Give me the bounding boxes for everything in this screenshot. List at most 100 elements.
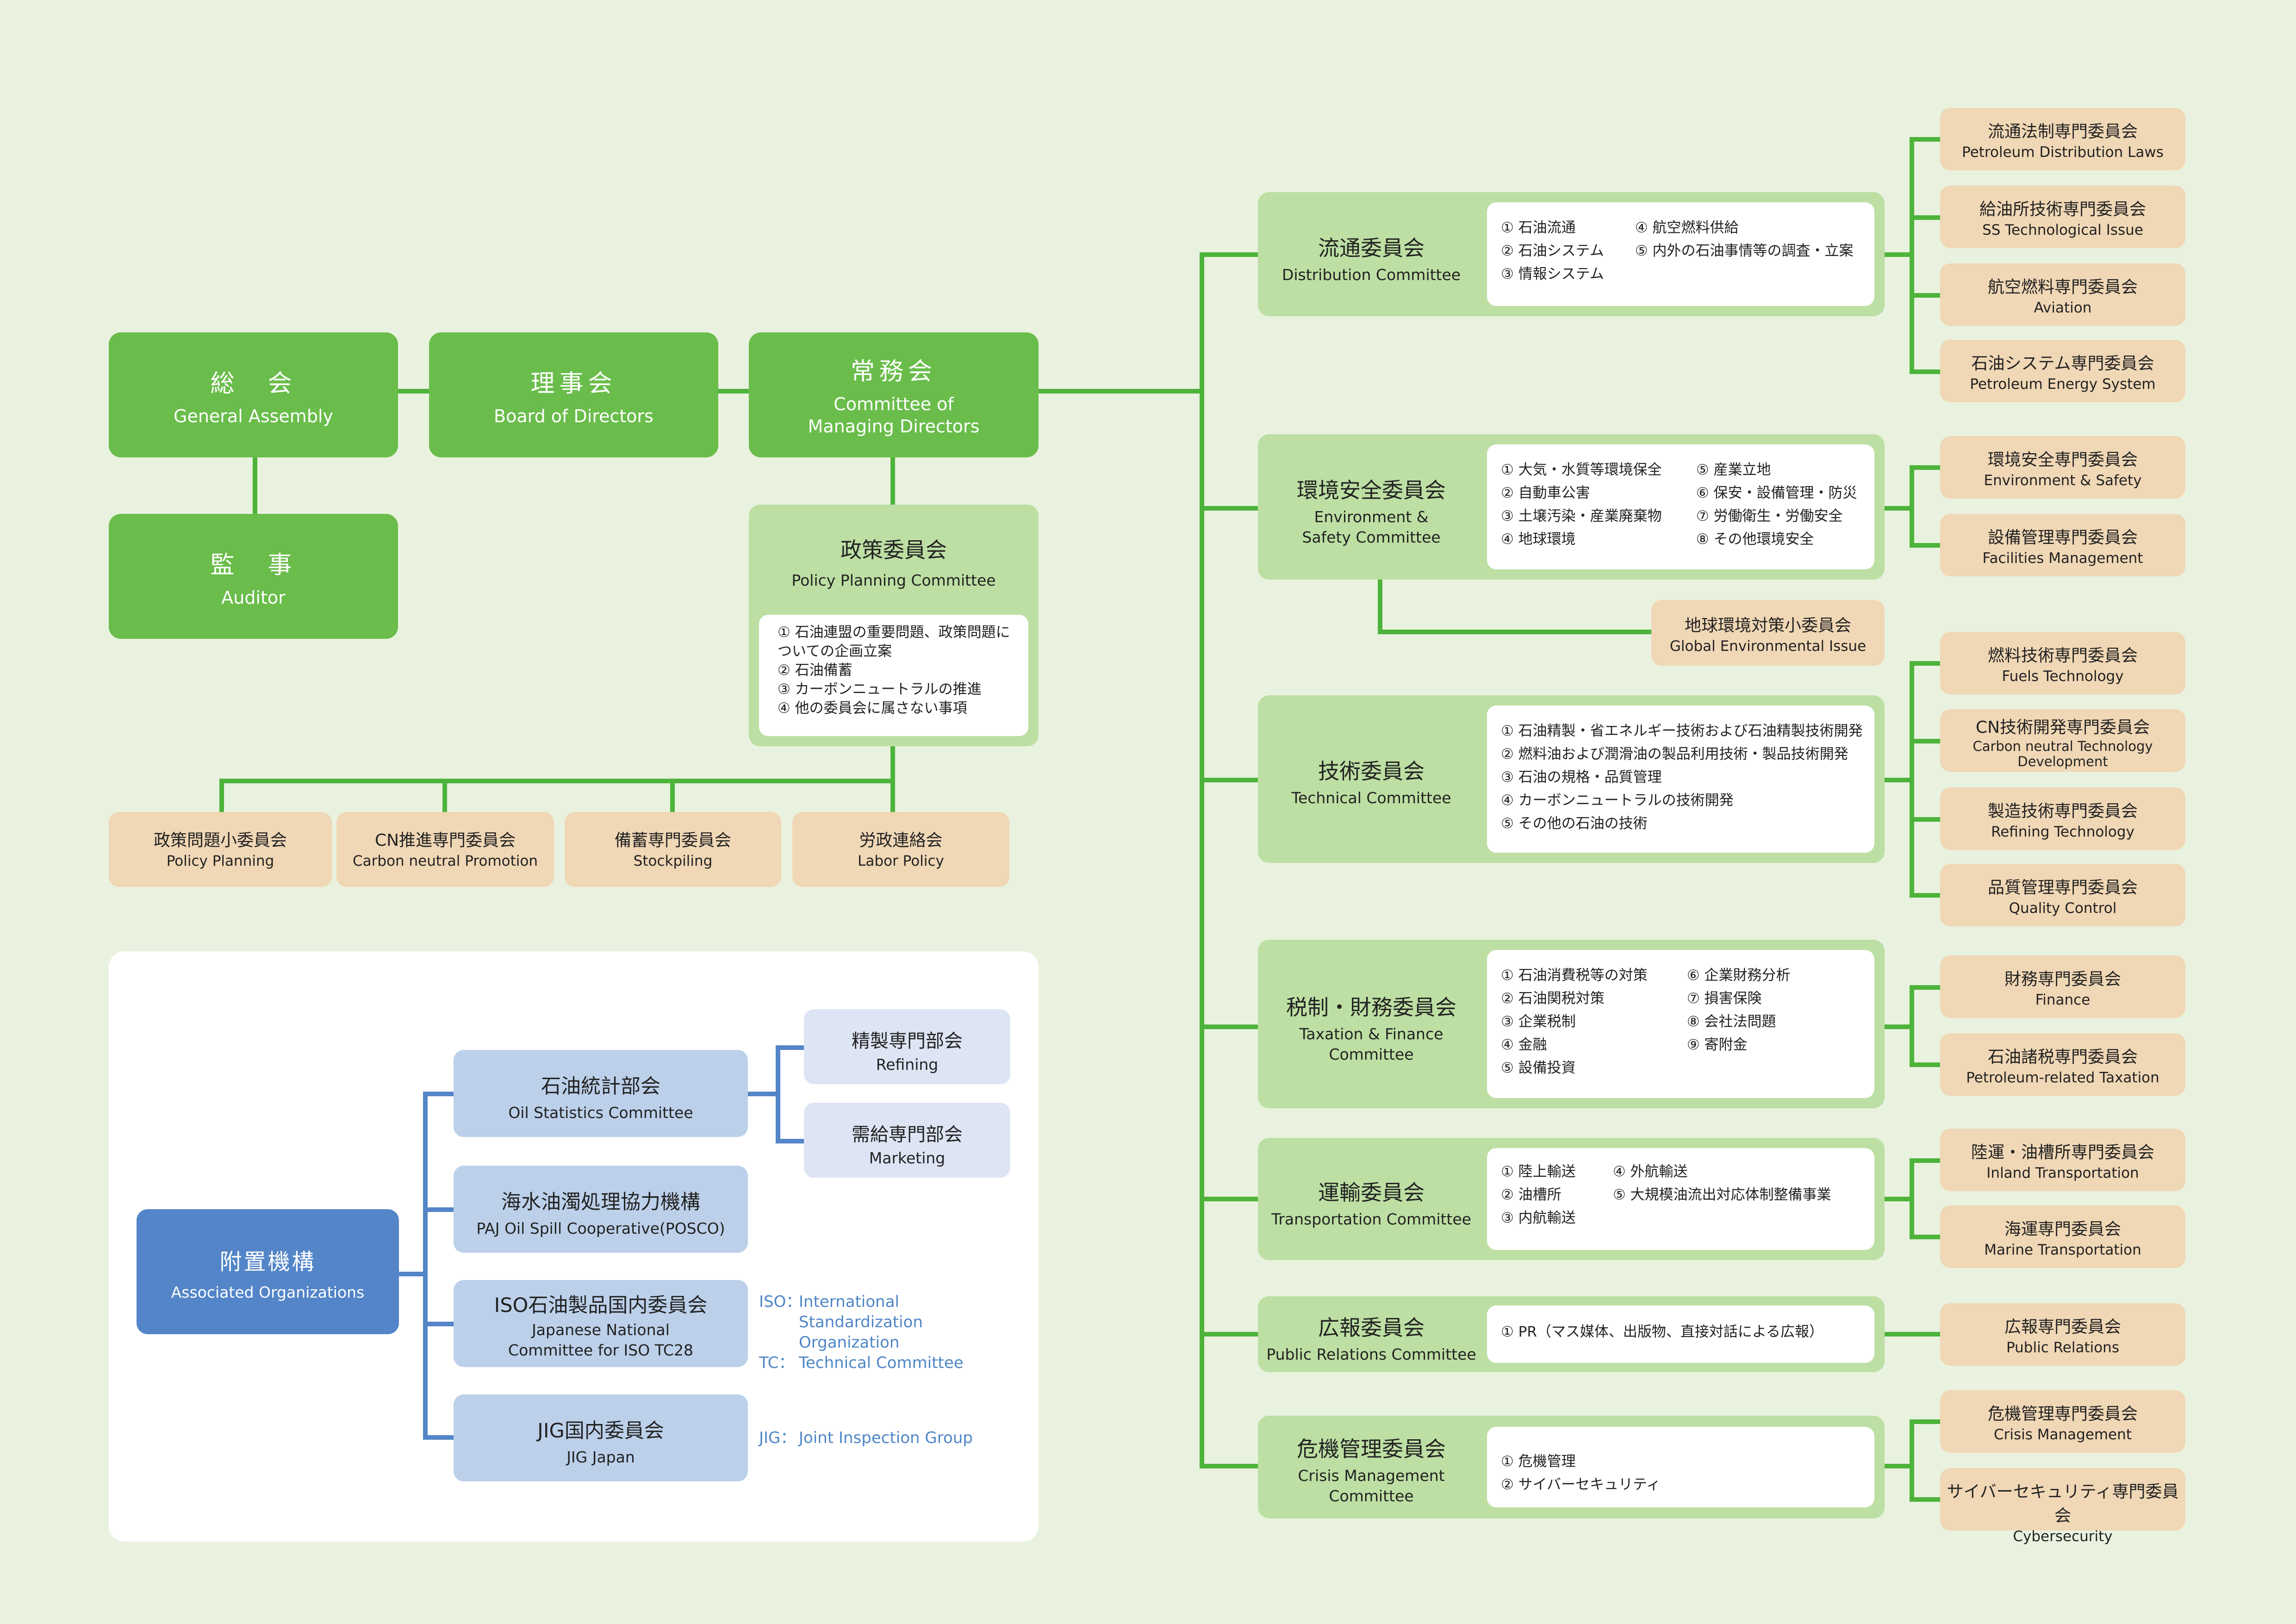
duty-item: ⑧ 会社法問題: [1686, 1013, 1776, 1030]
committee-title: 技術委員会: [1318, 759, 1425, 784]
duty-item: ④ カーボンニュートラルの技術開発: [1501, 792, 1734, 809]
iso-label: ISO：: [759, 1293, 802, 1311]
duty-item: ⑧ その他環境安全: [1696, 531, 1814, 548]
tc-label: TC：: [759, 1354, 795, 1372]
taxation-sub: 財務専門委員会 Finance: [1940, 956, 2185, 1018]
duty-item: ⑤ 内外の石油事情等の調査・立案: [1635, 243, 1854, 259]
general-assembly-title: 総 会: [210, 370, 297, 398]
duty-item: ⑤ 設備投資: [1501, 1060, 1576, 1076]
sub-committee-title: 広報専門委員会: [2004, 1318, 2121, 1337]
duty-item: ⑥ 保安・設備管理・防災: [1696, 485, 1857, 501]
committee-crisis-management: 危機管理委員会 Crisis Management Committee ① 危機…: [1258, 1416, 1885, 1518]
committee-technical: 技術委員会 Technical Committee ① 石油精製・省エネルギー技…: [1258, 695, 1885, 863]
connector-line: [670, 779, 675, 812]
duty-item: ③ 土壌汚染・産業廃棄物: [1501, 508, 1662, 525]
org-subtitle: JIG Japan: [566, 1448, 635, 1466]
sub-committee-subtitle: Policy Planning: [166, 853, 274, 869]
connector-line: [1910, 465, 1940, 470]
auditor-box: 監 事 Auditor: [109, 514, 398, 639]
sub-committee-subtitle: Stockpiling: [633, 853, 713, 869]
sub-committee-title: 海運専門委員会: [2004, 1220, 2121, 1239]
connector-line: [423, 1092, 454, 1096]
duty-item: ① PR（マス媒体、出版物、直接対話による広報）: [1501, 1324, 1823, 1340]
technical-sub: 燃料技術専門委員会 Fuels Technology: [1940, 632, 2185, 694]
sub-committee-subtitle: SS Technological Issue: [1982, 222, 2143, 238]
duty-item: ③ 企業税制: [1501, 1013, 1576, 1030]
connector-line: [1200, 1332, 1259, 1337]
org-subtitle: Japanese National Committee for ISO TC28: [508, 1321, 693, 1359]
duty-item: ⑥ 企業財務分析: [1686, 967, 1791, 984]
committee-subtitle: Environment & Safety Committee: [1302, 508, 1441, 546]
duty-item: ② 石油システム: [1501, 243, 1604, 259]
org-title: ISO石油製品国内委員会: [494, 1294, 708, 1317]
abbreviation-notes: ISO： International Standardization Organ…: [759, 1292, 1018, 1373]
tc-text: Technical Committee: [799, 1354, 964, 1372]
sub-committee-title: 陸運・油槽所専門委員会: [1971, 1143, 2154, 1162]
duty-item: ① 石油精製・省エネルギー技術および石油精製技術開発: [1501, 723, 1863, 739]
duty-item: ④ 外航輸送: [1612, 1163, 1688, 1180]
connector-line: [1885, 506, 1912, 511]
sub-committee-subtitle: Carbon neutral Technology Development: [1972, 738, 2153, 769]
connector-line: [219, 779, 895, 783]
associated-title: 附置機構: [219, 1249, 316, 1275]
connector-line: [1200, 1464, 1259, 1468]
sub-committee-title: 精製専門部会: [852, 1031, 963, 1052]
managing-directors-title: 常務会: [850, 358, 937, 386]
connector-line: [1910, 1062, 1940, 1067]
jig-japan-box: JIG国内委員会 JIG Japan: [454, 1394, 748, 1481]
auditor-subtitle: Auditor: [221, 587, 286, 608]
duty-item: ① 石油消費税等の対策: [1501, 967, 1648, 984]
connector-line: [1200, 506, 1259, 511]
connector-line: [1910, 543, 1940, 548]
connector-line: [1910, 661, 1914, 897]
connector-line: [1910, 739, 1940, 743]
refining-subcommittee: 精製専門部会 Refining: [804, 1009, 1010, 1084]
duty-item: ③ 内航輸送: [1501, 1210, 1576, 1226]
sub-committee-title: 需給専門部会: [852, 1124, 963, 1145]
distribution-sub: 流通法制専門委員会 Petroleum Distribution Laws: [1940, 108, 2185, 170]
duty-item: ① 石油連盟の重要問題、政策問題についての企画立案: [778, 624, 1010, 660]
committee-title: 流通委員会: [1318, 236, 1425, 261]
connector-line: [718, 389, 751, 394]
connector-line: [1910, 1158, 1940, 1163]
committee-duties: ① 石油流通 ② 石油システム ③ 情報システム ④ 航空燃料供給 ⑤ 内外の石…: [1487, 202, 1874, 306]
connector-line: [1200, 1024, 1259, 1029]
committee-subtitle: Transportation Committee: [1271, 1210, 1471, 1228]
connector-line: [1910, 1497, 1940, 1502]
committee-subtitle: Taxation & Finance Committee: [1299, 1025, 1444, 1063]
connector-line: [1200, 252, 1259, 257]
duty-item: ⑤ 産業立地: [1696, 462, 1771, 478]
distribution-sub: 石油システム専門委員会 Petroleum Energy System: [1940, 340, 2185, 402]
committee-transportation: 運輸委員会 Transportation Committee ① 陸上輸送 ② …: [1258, 1138, 1885, 1260]
sub-committee-title: 備蓄専門委員会: [614, 831, 731, 850]
duty-item: ③ 情報システム: [1501, 266, 1604, 282]
duty-item: ② 自動車公害: [1501, 485, 1590, 501]
sub-committee-subtitle: Marketing: [869, 1149, 946, 1167]
connector-line: [398, 389, 430, 394]
committee-distribution: 流通委員会 Distribution Committee ① 石油流通 ② 石油…: [1258, 192, 1885, 316]
connector-line: [890, 457, 895, 505]
associated-subtitle: Associated Organizations: [171, 1283, 365, 1301]
jig-note: JIG： Joint Inspection Group: [759, 1428, 1018, 1448]
committee-duties: ① 大気・水質等環境保全 ② 自動車公害 ③ 土壌汚染・産業廃棄物 ④ 地球環境…: [1487, 444, 1874, 569]
technical-sub: 製造技術専門委員会 Refining Technology: [1940, 787, 2185, 850]
org-title: 石油統計部会: [541, 1075, 660, 1098]
sub-committee-subtitle: Labor Policy: [858, 853, 944, 869]
connector-line: [1039, 389, 1204, 394]
sub-committee-subtitle: Petroleum-related Taxation: [1966, 1069, 2159, 1086]
connector-line: [1910, 1419, 1914, 1502]
sub-committee-title: 環境安全専門委員会: [1987, 450, 2138, 469]
connector-line: [1885, 778, 1912, 782]
duty-item: ② 燃料油および潤滑油の製品利用技術・製品技術開発: [1501, 746, 1848, 762]
connector-line: [1910, 1158, 1914, 1239]
connector-line: [1200, 252, 1204, 1468]
sub-committee-subtitle: Crisis Management: [1994, 1426, 2132, 1443]
crisis-sub: サイバーセキュリティ専門委員会 Cybersecurity: [1940, 1468, 2185, 1545]
duty-item: ④ 地球環境: [1501, 531, 1576, 548]
connector-line: [1885, 1464, 1912, 1468]
committee-duties: ① 危機管理 ② サイバーセキュリティ: [1487, 1427, 1874, 1507]
sub-committee-subtitle: Refining: [876, 1056, 939, 1074]
duty-item: ④ 航空燃料供給: [1635, 219, 1739, 236]
committee-title: 税制・財務委員会: [1286, 995, 1456, 1020]
committee-environment-safety: 環境安全委員会 Environment & Safety Committee ①…: [1258, 434, 1885, 580]
